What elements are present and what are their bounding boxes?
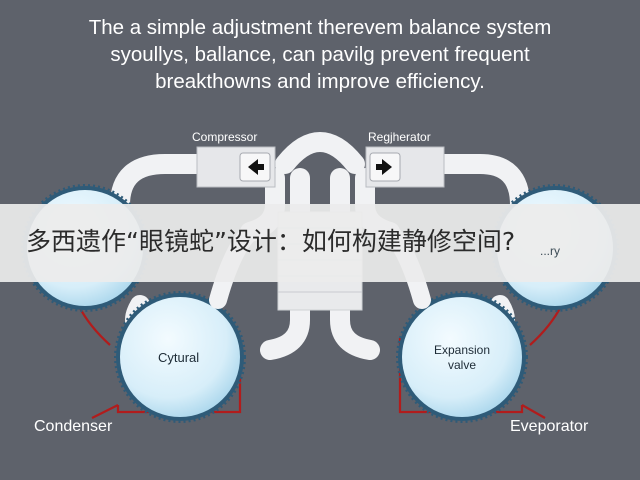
headline-line-2: syoullys, ballance, can pavilg prevent f… — [110, 43, 530, 66]
pipe-center-top — [275, 132, 365, 174]
headline: The a simple adjustment therevem balance… — [20, 14, 620, 95]
label-condenser: Condenser — [34, 418, 113, 435]
label-compressor: Compressor — [192, 130, 258, 144]
headline-line-1: The a simple adjustment therevem balance… — [88, 16, 552, 39]
label-right-partial: ...ry — [540, 244, 560, 258]
red-line-evaporator — [521, 404, 546, 419]
label-expansion-line-2: valve — [447, 358, 476, 372]
label-expansion-line-1: Expansion — [433, 343, 491, 357]
banner-title: 多西遗作“眼镜蛇”设计：如何构建静修空间? — [26, 227, 516, 256]
pipe-center-left-2 — [260, 168, 310, 360]
label-expansion-valve: Expansion valve — [424, 343, 500, 373]
sphere-cytural — [114, 291, 246, 423]
label-evaporator: Eveporator — [510, 418, 589, 435]
red-line-condenser — [91, 404, 119, 419]
label-cytural: Cytural — [158, 350, 200, 365]
arrow-left-icon — [248, 159, 264, 175]
pipe-center-right-2 — [330, 168, 380, 360]
regenerator-unit — [365, 146, 445, 188]
label-regenerator: Regjherator — [368, 130, 431, 144]
arrow-right-icon — [376, 159, 392, 175]
compressor-unit — [196, 146, 276, 188]
title-banner — [0, 204, 640, 282]
sphere-expansion-valve — [396, 291, 528, 423]
headline-line-3: breakthowns and improve efficiency. — [155, 70, 485, 93]
